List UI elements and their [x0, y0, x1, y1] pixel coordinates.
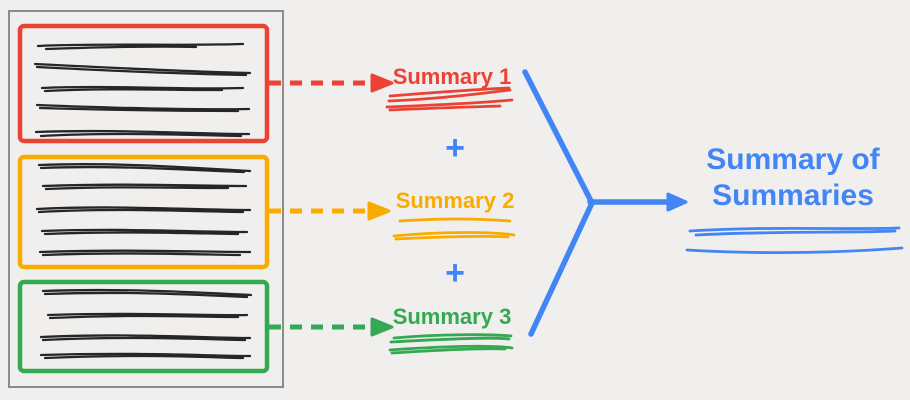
summary-1-scribble	[385, 86, 514, 112]
merge-arrow-icon	[522, 69, 688, 337]
chunk-2-box	[17, 154, 270, 270]
chunk-1-box	[17, 23, 270, 144]
summary-2-scribble	[392, 217, 516, 241]
plus-operator-1: +	[445, 128, 465, 167]
summary-1-label: Summary 1	[392, 64, 512, 89]
summary-3-label: Summary 3	[392, 304, 512, 329]
document-container-box	[8, 10, 284, 388]
orange-dashed-arrow-icon	[269, 201, 391, 221]
result-scribble	[685, 226, 904, 255]
summary-3-scribble	[388, 333, 514, 355]
green-dashed-arrow-icon	[269, 317, 394, 337]
chunk-3-box	[17, 279, 270, 374]
result-line-2: Summaries	[712, 179, 874, 212]
chunk-3-text-scribbles	[39, 288, 253, 360]
chunk-2-text-scribbles	[35, 163, 252, 257]
result-line-1: Summary of	[706, 143, 880, 176]
red-dashed-arrow-icon	[269, 73, 394, 93]
chunk-1-text-scribbles	[33, 42, 252, 138]
summary-2-label: Summary 2	[395, 188, 515, 213]
plus-operator-2: +	[445, 253, 465, 292]
summary-of-summaries-label: Summary of Summaries	[693, 142, 893, 214]
